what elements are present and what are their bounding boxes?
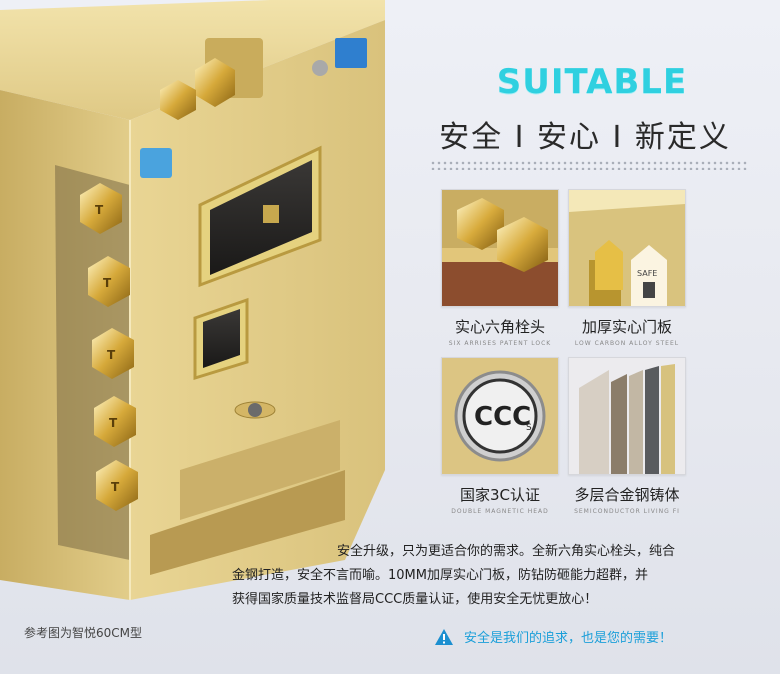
hex-bolt-icon: [441, 189, 559, 307]
svg-text:T: T: [95, 203, 104, 217]
feature-ccc-cert: CCC S 国家3C认证 DOUBLE MAGNETIC HEAD: [441, 357, 559, 515]
svg-text:S: S: [526, 423, 532, 433]
feature-title: 多层合金钢铸体: [574, 486, 680, 504]
feature-subtitle: LOW CARBON ALLOY STEEL: [574, 340, 680, 347]
feature-steel-door: SAFE 加厚实心门板 LOW CARBON ALLOY STEEL: [568, 189, 686, 347]
product-description: 安全升级，只为更适合你的需求。全新六角实心栓头，纯合 金钢打造，安全不言而喻。1…: [232, 540, 752, 612]
feature-title: 加厚实心门板: [581, 318, 672, 336]
alloy-layers-icon: [568, 357, 686, 475]
feature-title: 实心六角栓头: [454, 318, 545, 336]
description-line-2: 金钢打造，安全不言而喻。10MM加厚实心门板，防钻防砸能力超群，并: [232, 568, 648, 583]
svg-text:T: T: [103, 276, 112, 290]
feature-subtitle: DOUBLE MAGNETIC HEAD: [451, 508, 549, 515]
tagline: 安全 I 安心 I 新定义: [439, 120, 731, 155]
description-line-3: 获得国家质量技术监督局CCC质量认证，使用安全无忧更放心！: [232, 592, 598, 607]
warning-icon: [435, 628, 453, 645]
svg-text:T: T: [109, 416, 118, 430]
feature-subtitle: SEMICONDUCTOR LIVING FI: [574, 508, 680, 515]
steel-door-icon: SAFE: [568, 189, 686, 307]
feature-hex-bolt: 实心六角栓头 SIX ARRISES PATENT LOCK: [441, 189, 559, 347]
safe-product-image: T T T T T: [0, 0, 385, 600]
svg-text:T: T: [107, 348, 116, 362]
image-caption: 参考图为智悦60CM型: [24, 626, 143, 640]
feature-title: 国家3C认证: [459, 486, 541, 504]
svg-text:CCC: CCC: [474, 402, 531, 432]
slogan: 安全是我们的追求，也是您的需要！: [434, 627, 672, 646]
slogan-text: 安全是我们的追求，也是您的需要！: [464, 631, 673, 646]
feature-alloy-layers: 多层合金钢铸体 SEMICONDUCTOR LIVING FI: [568, 357, 686, 515]
dotted-divider: [430, 160, 748, 170]
safe-badge-label: SAFE: [637, 269, 657, 278]
feature-subtitle: SIX ARRISES PATENT LOCK: [448, 340, 552, 347]
svg-text:T: T: [111, 480, 120, 494]
ccc-certification-icon: CCC S: [441, 357, 559, 475]
headline-suitable: SUITABLE: [496, 62, 688, 102]
description-line-1: 安全升级，只为更适合你的需求。全新六角实心栓头，纯合: [337, 544, 676, 559]
